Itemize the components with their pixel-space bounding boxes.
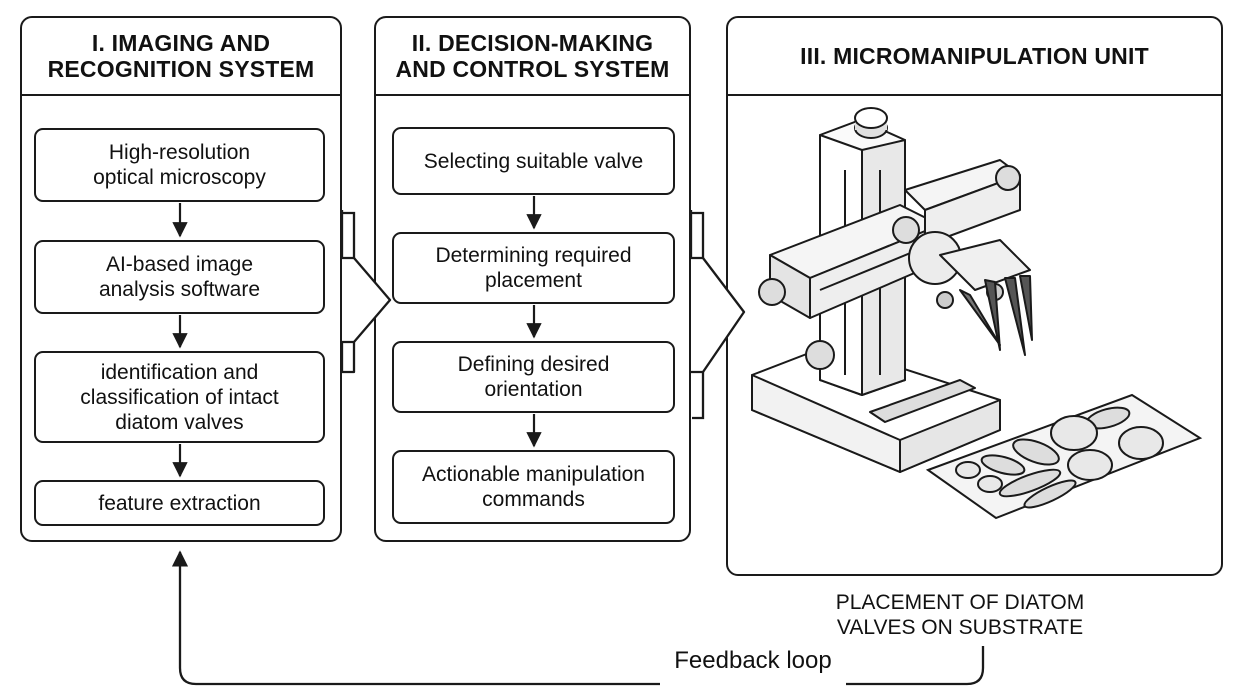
step-ai-image-analysis: AI-based image analysis software xyxy=(34,240,325,314)
step-selecting-valve: Selecting suitable valve xyxy=(392,127,675,195)
step-identification-classification: identification and classification of int… xyxy=(34,351,325,443)
step-optical-microscopy: High-resolution optical microscopy xyxy=(34,128,325,202)
step-determining-placement: Determining required placement xyxy=(392,232,675,304)
step-defining-orientation: Defining desired orientation xyxy=(392,341,675,413)
panel-micromanipulation: III. MICROMANIPULATION UNIT xyxy=(726,16,1223,576)
step-manipulation-commands: Actionable manipulation commands xyxy=(392,450,675,524)
panel-title-imaging: I. IMAGING AND RECOGNITION SYSTEM xyxy=(22,18,340,96)
panel-title-micromanipulation: III. MICROMANIPULATION UNIT xyxy=(728,18,1221,96)
feedback-loop-label: Feedback loop xyxy=(674,647,832,674)
placement-caption: PLACEMENT OF DIATOM VALVES ON SUBSTRATE xyxy=(835,591,1085,639)
step-feature-extraction: feature extraction xyxy=(34,480,325,526)
panel-title-decision: II. DECISION-MAKING AND CONTROL SYSTEM xyxy=(376,18,689,96)
